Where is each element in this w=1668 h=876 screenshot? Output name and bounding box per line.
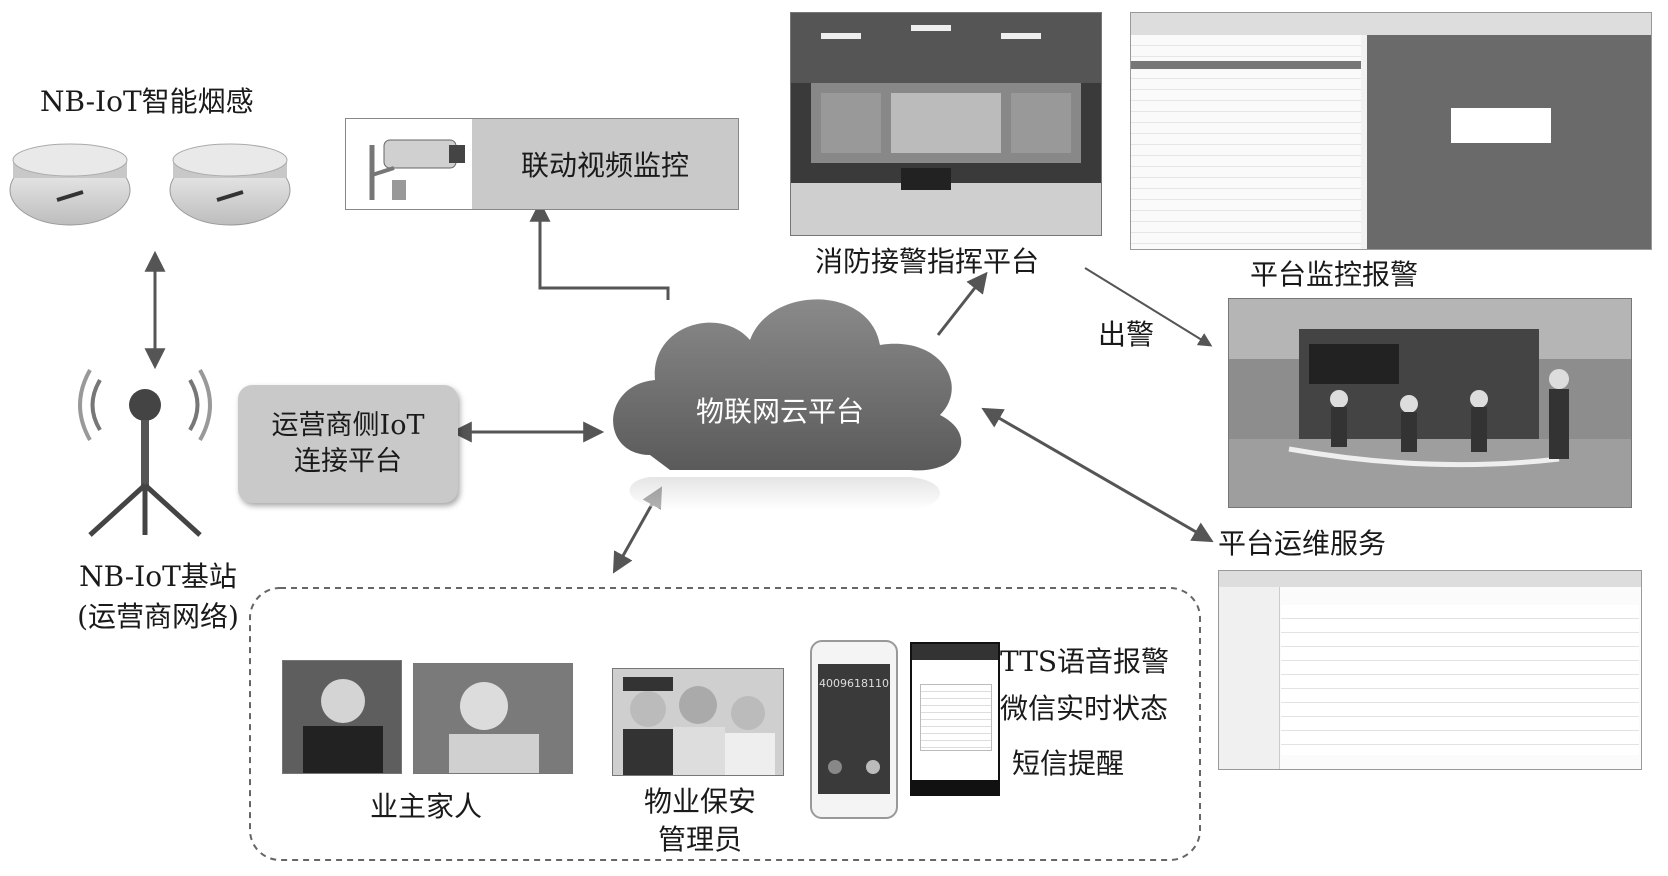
base-station-line2: (运营商网络) bbox=[77, 600, 239, 633]
base-station-line1: NB-IoT基站 bbox=[79, 560, 237, 593]
base-station-icon bbox=[78, 369, 212, 537]
camera-icon bbox=[369, 139, 465, 200]
sms-reminder-label: 短信提醒 bbox=[1012, 747, 1125, 780]
platform-monitor-screenshot bbox=[1130, 12, 1652, 250]
tts-alarm-label: TTS语音报警 bbox=[1000, 645, 1170, 678]
owner-elder-photo bbox=[413, 663, 573, 774]
platform-monitor-label: 平台监控报警 bbox=[1250, 258, 1419, 291]
security-staff-photo bbox=[612, 668, 784, 776]
fire-command-photo bbox=[790, 12, 1102, 236]
smoke-sensor-title: NB-IoT智能烟感 bbox=[40, 85, 254, 118]
phone-number: 4009618110 bbox=[819, 677, 889, 690]
ops-service-label: 平台运维服务 bbox=[1218, 527, 1387, 560]
operator-platform-line1: 运营商侧IoT bbox=[271, 410, 425, 441]
dispatch-label: 出警 bbox=[1098, 318, 1155, 351]
fire-command-label: 消防接警指挥平台 bbox=[815, 245, 1040, 278]
firefighters-photo bbox=[1228, 298, 1632, 508]
arrow-cloud-ops bbox=[981, 407, 1214, 543]
video-monitor-panel: 联动视频监控 bbox=[345, 118, 739, 210]
security-line2: 管理员 bbox=[657, 823, 742, 856]
owner-man-photo bbox=[282, 660, 402, 774]
users-group-box bbox=[249, 587, 1201, 861]
operator-platform-box: 运营商侧IoT 连接平台 bbox=[238, 385, 458, 503]
smoke-sensor-icon bbox=[9, 143, 291, 226]
wechat-status-label: 微信实时状态 bbox=[1000, 692, 1169, 725]
arrow-firecommand-dispatch bbox=[1084, 267, 1213, 347]
wechat-screen-icon bbox=[910, 642, 1000, 796]
arrow-cloud-video bbox=[529, 200, 670, 300]
cloud-icon bbox=[613, 299, 962, 510]
security-line1: 物业保安 bbox=[643, 785, 756, 818]
owners-label: 业主家人 bbox=[370, 790, 483, 823]
video-monitor-label: 联动视频监控 bbox=[472, 119, 738, 209]
arrow-cloud-firecommand bbox=[936, 271, 988, 336]
operator-platform-line2: 连接平台 bbox=[294, 446, 402, 477]
phone-call-icon: 4009618110 bbox=[810, 640, 898, 819]
ops-service-screenshot bbox=[1218, 570, 1642, 770]
cloud-label: 物联网云平台 bbox=[695, 395, 864, 428]
